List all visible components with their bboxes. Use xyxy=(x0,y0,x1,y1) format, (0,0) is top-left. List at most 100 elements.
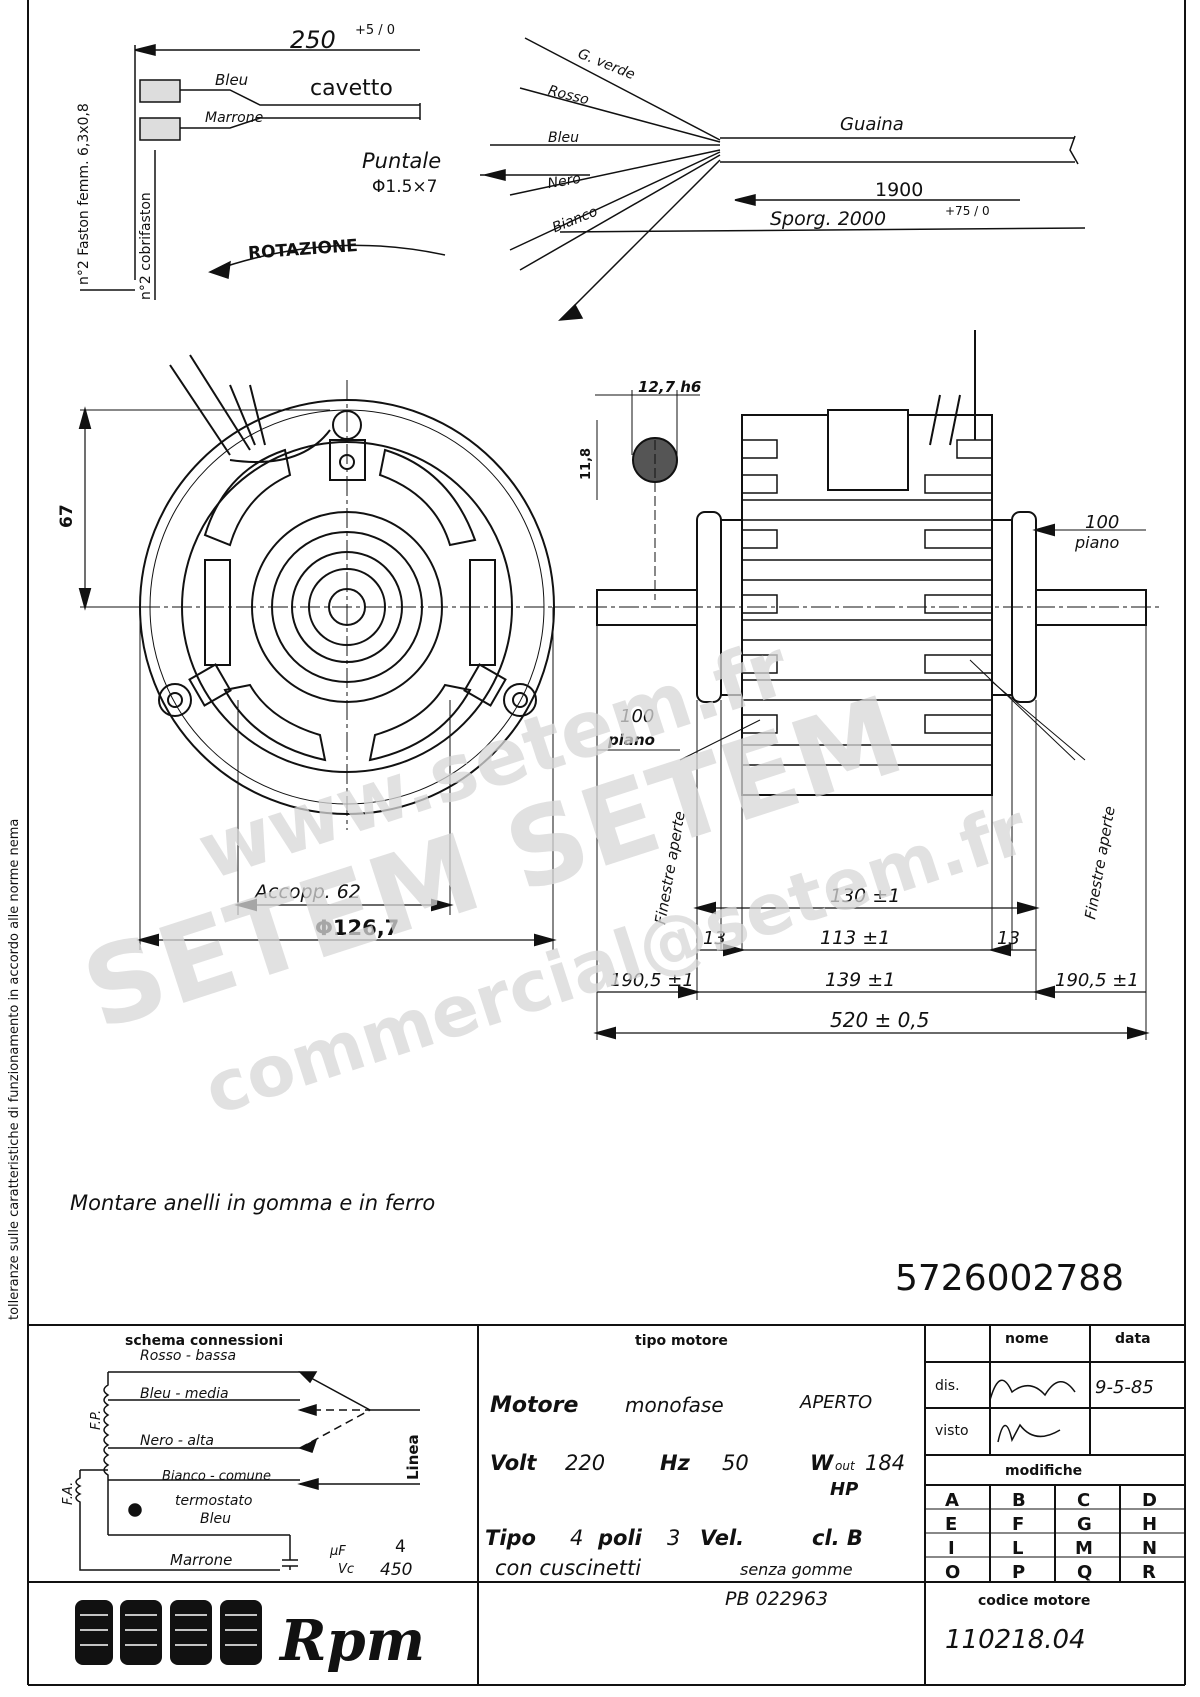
mod-H: H xyxy=(1142,1514,1157,1535)
label-puntale-dim: Φ1.5×7 xyxy=(372,177,437,197)
tipo-hz: 50 xyxy=(722,1451,749,1475)
tb-visto: visto xyxy=(935,1423,969,1439)
tipo-cuscinetti: con cuscinetti xyxy=(495,1556,641,1580)
tb-signature-dis xyxy=(989,1379,1076,1401)
schema-nero-alta: Nero - alta xyxy=(140,1433,214,1449)
tipo-monofase: monofase xyxy=(625,1393,724,1417)
mod-N: N xyxy=(1142,1538,1157,1559)
schema-title: schema connessioni xyxy=(125,1333,283,1349)
tipo-w-label: W xyxy=(810,1451,834,1475)
tipo-aperto: APERTO xyxy=(799,1392,872,1413)
dim-520: 520 ± 0,5 xyxy=(830,1008,929,1032)
schema-uf: μF xyxy=(329,1544,346,1559)
schema-vc: Vc xyxy=(338,1562,354,1577)
schema-bleu: Bleu xyxy=(200,1511,231,1527)
dim-13-right: 13 xyxy=(997,928,1020,949)
dim-1900: 1900 xyxy=(875,179,923,201)
mod-C: C xyxy=(1077,1490,1090,1511)
dim-139: 139 ±1 xyxy=(825,969,895,991)
sheet-border xyxy=(27,0,1186,1686)
mod-F: F xyxy=(1012,1514,1024,1535)
dim-13-left: 13 xyxy=(703,928,726,949)
dim-67: 67 xyxy=(57,504,77,528)
title-block: nome data dis. 9-5-85 visto modifiche A … xyxy=(935,1331,1157,1655)
motor-type: tipo motore Motore monofase APERTO Volt … xyxy=(485,1333,905,1610)
wiring-labels: schema connessioni Rosso - bassa Bleu - … xyxy=(61,1333,422,1580)
label-nero: Nero xyxy=(546,171,582,193)
mod-O: O xyxy=(945,1562,960,1583)
schema-termostato: termostato xyxy=(175,1493,252,1509)
schema-fp: F.P. xyxy=(89,1410,104,1430)
dim-190-left: 190,5 ±1 xyxy=(610,970,694,991)
logo-text: Rpm xyxy=(278,1608,425,1674)
tipo-senza: senza gomme xyxy=(740,1560,853,1579)
tb-modifiche: modifiche xyxy=(1005,1463,1082,1479)
dim-190-right: 190,5 ±1 xyxy=(1055,970,1139,991)
tipo-poli: poli xyxy=(597,1526,643,1550)
company-logo: Rpm xyxy=(75,1600,425,1674)
bottom-frames xyxy=(28,1325,1185,1685)
mod-D: D xyxy=(1142,1490,1157,1511)
note-montare: Montare anelli in gomma e in ferro xyxy=(70,1191,435,1215)
dim-flat: 11,8 xyxy=(579,448,594,480)
schema-fa: F.A. xyxy=(61,1482,76,1505)
mod-I: I xyxy=(948,1538,955,1559)
tipo-volt-label: Volt xyxy=(490,1451,537,1475)
tipo-motore: Motore xyxy=(490,1393,578,1418)
tipo-title: tipo motore xyxy=(635,1333,728,1349)
tipo-tipo-label: Tipo xyxy=(485,1526,536,1550)
label-puntale: Puntale xyxy=(362,149,441,173)
dim-130: 130 ±1 xyxy=(830,885,900,907)
tb-code: 110218.04 xyxy=(945,1625,1086,1655)
label-bleu2: Bleu xyxy=(548,130,579,146)
mod-E: E xyxy=(945,1514,957,1535)
mod-M: M xyxy=(1075,1538,1093,1559)
tipo-cl: cl. B xyxy=(812,1526,863,1550)
schema-vc-val: 450 xyxy=(380,1560,412,1580)
mod-B: B xyxy=(1012,1490,1026,1511)
dim-shaft: 12,7 h6 xyxy=(638,378,701,396)
tb-codice: codice motore xyxy=(978,1593,1090,1609)
dim-sporg: Sporg. 2000 xyxy=(770,208,886,230)
mod-L: L xyxy=(1012,1538,1023,1559)
mod-Q: Q xyxy=(1077,1562,1092,1583)
dim-250-tol: +5 / 0 xyxy=(355,23,395,38)
label-guaina: Guaina xyxy=(840,114,904,135)
tipo-w: 184 xyxy=(865,1451,905,1475)
side-note: tolleranze sulle caratteristiche di funz… xyxy=(7,819,22,1320)
mod-A: A xyxy=(945,1490,959,1511)
label-cobrifaston: n°2 cobrifaston xyxy=(138,192,154,300)
dim-100-left: 100 xyxy=(620,706,654,727)
front-view xyxy=(78,354,560,950)
wiring-schema xyxy=(75,1371,420,1571)
schema-uf-val: 4 xyxy=(395,1537,406,1557)
schema-linea: Linea xyxy=(404,1434,422,1480)
tipo-volt: 220 xyxy=(565,1451,605,1475)
cable-detail xyxy=(80,37,1086,321)
mod-R: R xyxy=(1142,1562,1156,1583)
dim-accopp: Accopp. 62 xyxy=(253,881,361,903)
front-view-labels: 67 Accopp. 62 Φ126,7 xyxy=(57,504,399,940)
schema-bianco-comune: Bianco - comune xyxy=(162,1469,271,1484)
tipo-vel-n: 3 xyxy=(667,1526,680,1550)
dim-sporg-tol: +75 / 0 xyxy=(945,204,990,218)
schema-rosso-bassa: Rosso - bassa xyxy=(140,1348,236,1364)
dim-piano-left: piano xyxy=(607,731,655,749)
tipo-w-sub: out xyxy=(835,1459,856,1473)
tipo-vel: Vel. xyxy=(700,1526,744,1550)
schema-bleu-media: Bleu - media xyxy=(140,1386,229,1402)
tb-date: 9-5-85 xyxy=(1095,1377,1154,1398)
tipo-pb: PB 022963 xyxy=(725,1588,828,1610)
dim-piano-right: piano xyxy=(1074,533,1120,552)
tb-nome: nome xyxy=(1005,1331,1049,1347)
tb-signature-visto xyxy=(997,1423,1061,1443)
tipo-poli-n: 4 xyxy=(570,1526,583,1550)
mod-G: G xyxy=(1077,1514,1092,1535)
dim-100-right: 100 xyxy=(1085,512,1119,533)
dim-113: 113 ±1 xyxy=(820,927,890,949)
mod-P: P xyxy=(1012,1562,1025,1583)
tb-dis: dis. xyxy=(935,1378,960,1394)
side-view xyxy=(555,330,1160,1040)
dim-250: 250 xyxy=(290,26,336,54)
